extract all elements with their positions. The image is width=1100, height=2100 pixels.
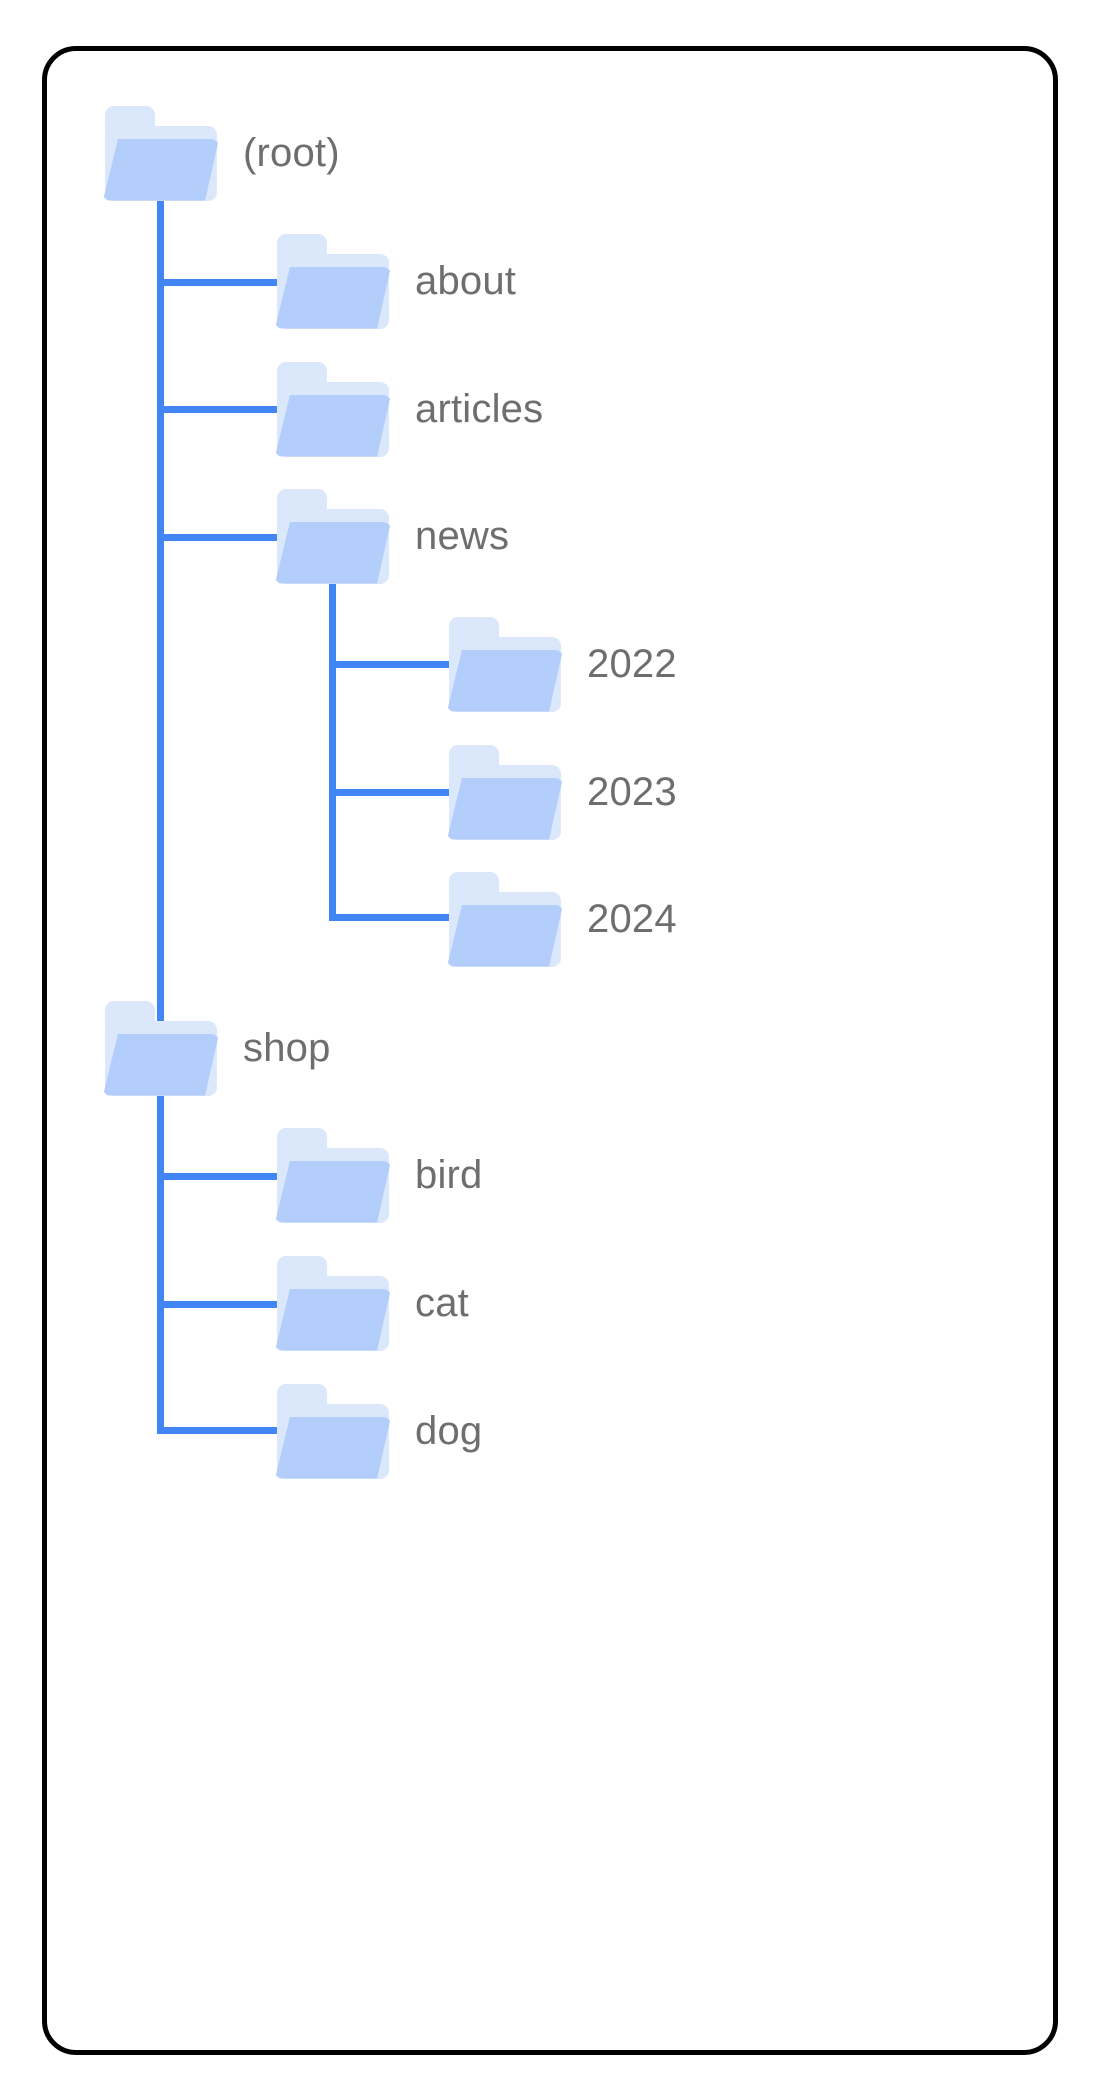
- tree-node-root[interactable]: (root): [103, 98, 340, 208]
- folder-icon: [275, 1255, 391, 1351]
- connector-root-about: [157, 279, 282, 286]
- connector-shop-cat: [157, 1301, 282, 1308]
- connector-shop-bird: [157, 1173, 282, 1180]
- tree-node-label: about: [415, 259, 517, 303]
- tree-node-dog[interactable]: dog: [275, 1376, 482, 1486]
- folder-tree: (root) about articles news: [47, 51, 1063, 2060]
- folder-icon: [275, 488, 391, 584]
- folder-icon: [275, 361, 391, 457]
- tree-node-label: bird: [415, 1153, 483, 1197]
- tree-node-2023[interactable]: 2023: [447, 737, 677, 847]
- folder-icon: [103, 1000, 219, 1096]
- tree-node-label: 2024: [587, 897, 677, 941]
- connector-news-trunk: [329, 566, 336, 921]
- tree-node-articles[interactable]: articles: [275, 354, 543, 464]
- folder-icon: [447, 744, 563, 840]
- folder-icon: [103, 105, 219, 201]
- tree-node-label: 2022: [587, 642, 677, 686]
- tree-node-2022[interactable]: 2022: [447, 609, 677, 719]
- connector-news-2023: [329, 789, 454, 796]
- folder-icon: [275, 1383, 391, 1479]
- connector-root-articles: [157, 406, 282, 413]
- folder-icon: [447, 616, 563, 712]
- tree-node-about[interactable]: about: [275, 226, 516, 336]
- tree-node-label: dog: [415, 1409, 483, 1453]
- folder-icon: [447, 871, 563, 967]
- tree-node-bird[interactable]: bird: [275, 1120, 483, 1230]
- connector-news-2022: [329, 661, 454, 668]
- connector-root-trunk: [157, 183, 164, 1049]
- tree-node-label: articles: [415, 387, 544, 431]
- connector-news-2024: [329, 914, 454, 921]
- tree-node-label: cat: [415, 1281, 469, 1325]
- folder-front: [103, 138, 219, 201]
- connector-shop-trunk: [157, 1081, 164, 1434]
- folder-front: [275, 1416, 391, 1479]
- folder-icon: [275, 1127, 391, 1223]
- tree-node-shop[interactable]: shop: [103, 993, 331, 1103]
- connector-root-news: [157, 534, 282, 541]
- tree-node-cat[interactable]: cat: [275, 1248, 469, 1358]
- folder-front: [447, 649, 563, 712]
- tree-node-news[interactable]: news: [275, 481, 509, 591]
- tree-node-2024[interactable]: 2024: [447, 864, 677, 974]
- folder-front: [275, 1160, 391, 1223]
- folder-front: [275, 1288, 391, 1351]
- folder-front: [447, 904, 563, 967]
- tree-node-label: news: [415, 514, 510, 558]
- folder-front: [103, 1033, 219, 1096]
- tree-node-label: 2023: [587, 770, 677, 814]
- tree-node-label: shop: [243, 1026, 331, 1070]
- folder-front: [275, 394, 391, 457]
- diagram-card: (root) about articles news: [42, 46, 1058, 2055]
- connector-shop-dog: [157, 1427, 282, 1434]
- tree-node-label: (root): [243, 131, 340, 175]
- folder-front: [447, 777, 563, 840]
- folder-front: [275, 266, 391, 329]
- folder-icon: [275, 233, 391, 329]
- folder-front: [275, 521, 391, 584]
